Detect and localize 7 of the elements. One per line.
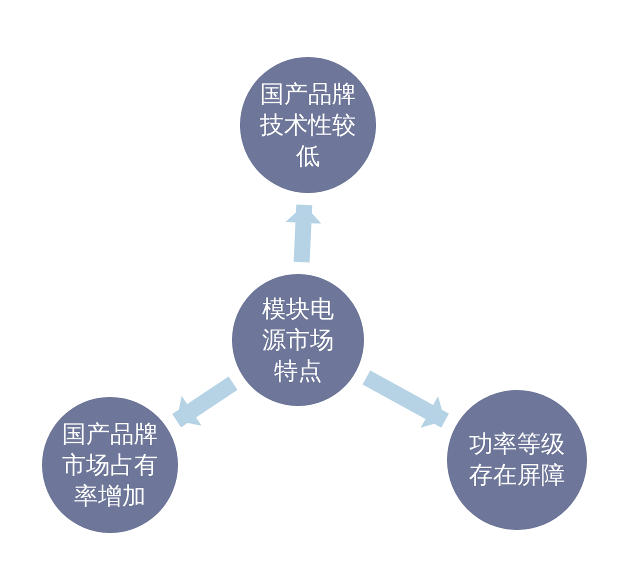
circle-text: 模块电源市场特点 <box>262 294 334 386</box>
circle-text: 功率等级存在屏障 <box>469 429 565 491</box>
block-arrow <box>285 204 322 262</box>
circle-text: 国产品牌市场占有率增加 <box>62 418 158 512</box>
block-arrow <box>172 376 238 428</box>
block-arrow <box>362 370 449 428</box>
circle-text: 国产品牌技术性较低 <box>260 78 356 172</box>
